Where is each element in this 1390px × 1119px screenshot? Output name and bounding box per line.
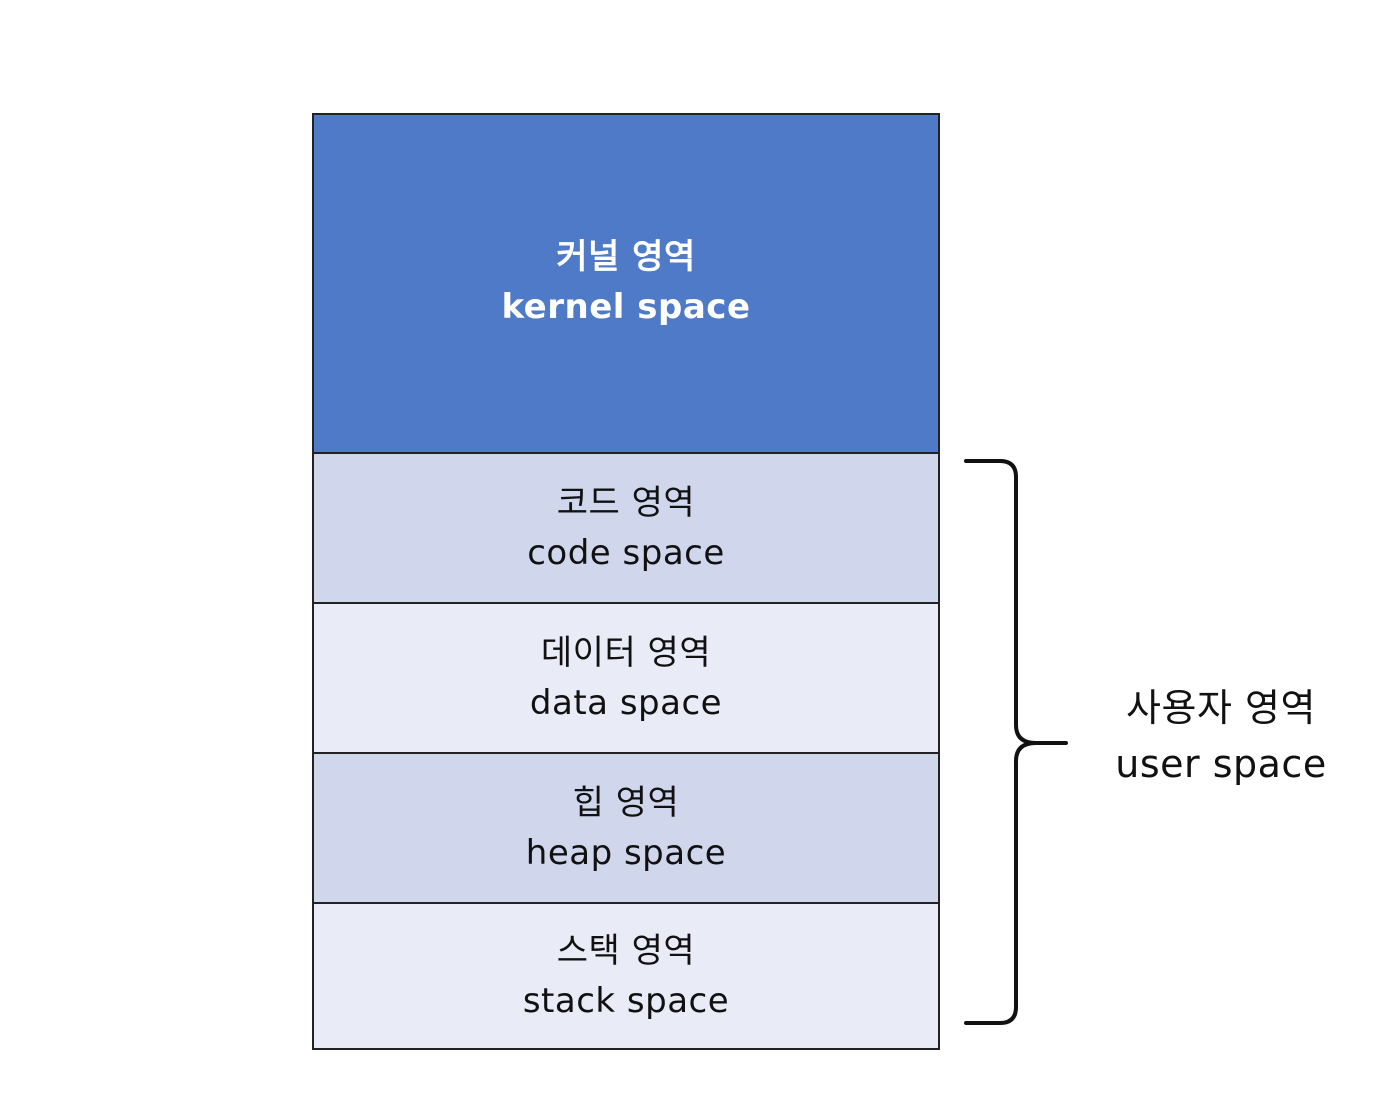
user-space-brace bbox=[964, 459, 1068, 1025]
heap-space-label-en: heap space bbox=[525, 833, 727, 873]
data-space-label-en: data space bbox=[529, 683, 723, 723]
heap-space-label-ko: 힙 영역 bbox=[572, 783, 680, 823]
kernel-space-block: 커널 영역 kernel space bbox=[314, 115, 938, 452]
kernel-space-label-en: kernel space bbox=[501, 286, 751, 327]
user-space-label: 사용자 영역 user space bbox=[1086, 680, 1356, 792]
kernel-space-label-ko: 커널 영역 bbox=[556, 236, 696, 277]
code-space-label-ko: 코드 영역 bbox=[556, 483, 696, 523]
user-space-label-ko: 사용자 영역 bbox=[1126, 686, 1316, 730]
memory-layout-diagram: 커널 영역 kernel space 코드 영역 code space 데이터 … bbox=[312, 113, 940, 1050]
stack-space-label-ko: 스택 영역 bbox=[556, 931, 696, 971]
stack-space-block: 스택 영역 stack space bbox=[314, 902, 938, 1048]
user-space-label-en: user space bbox=[1115, 742, 1327, 786]
code-space-block: 코드 영역 code space bbox=[314, 452, 938, 602]
stack-space-label-en: stack space bbox=[522, 981, 730, 1021]
heap-space-block: 힙 영역 heap space bbox=[314, 752, 938, 902]
data-space-block: 데이터 영역 data space bbox=[314, 602, 938, 752]
code-space-label-en: code space bbox=[527, 533, 725, 573]
data-space-label-ko: 데이터 영역 bbox=[540, 633, 712, 673]
